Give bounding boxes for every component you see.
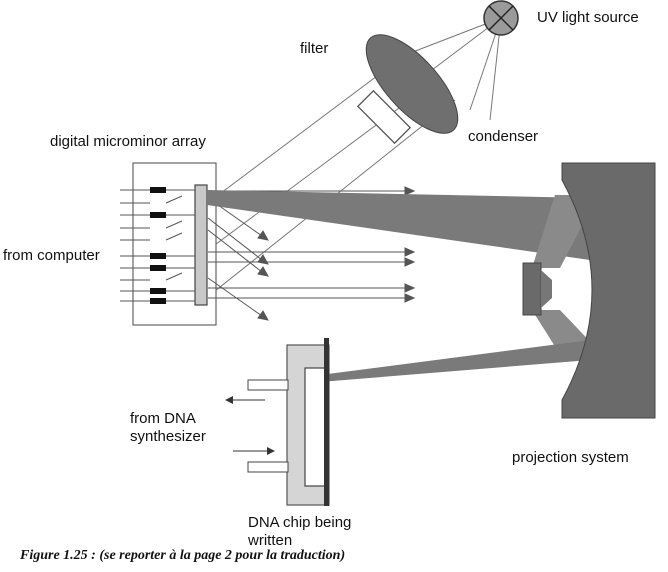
- projection-system: [522, 162, 656, 419]
- uv-light-rays: [204, 17, 502, 296]
- uv-light-source-label: UV light source: [537, 9, 639, 26]
- projection-beam: [207, 190, 600, 382]
- condenser-lens: [365, 34, 459, 134]
- micromirror-array-label: digital microminor array: [50, 133, 206, 150]
- condenser-label: condenser: [468, 128, 539, 145]
- filter: [356, 89, 412, 145]
- filter-label: filter: [300, 40, 329, 57]
- dna-chip-label: DNA chip being written: [248, 514, 352, 549]
- dna-chip-assembly: [225, 338, 330, 506]
- projection-system-label: projection system: [512, 449, 629, 466]
- from-computer-label: from computer: [3, 247, 100, 264]
- figure-caption: Figure 1.25 : (se reporter à la page 2 p…: [20, 548, 346, 563]
- uv-light-source: [483, 0, 519, 36]
- micromirror-array: [120, 162, 217, 326]
- from-dna-synthesizer-label: from DNA synthesizer: [130, 410, 206, 445]
